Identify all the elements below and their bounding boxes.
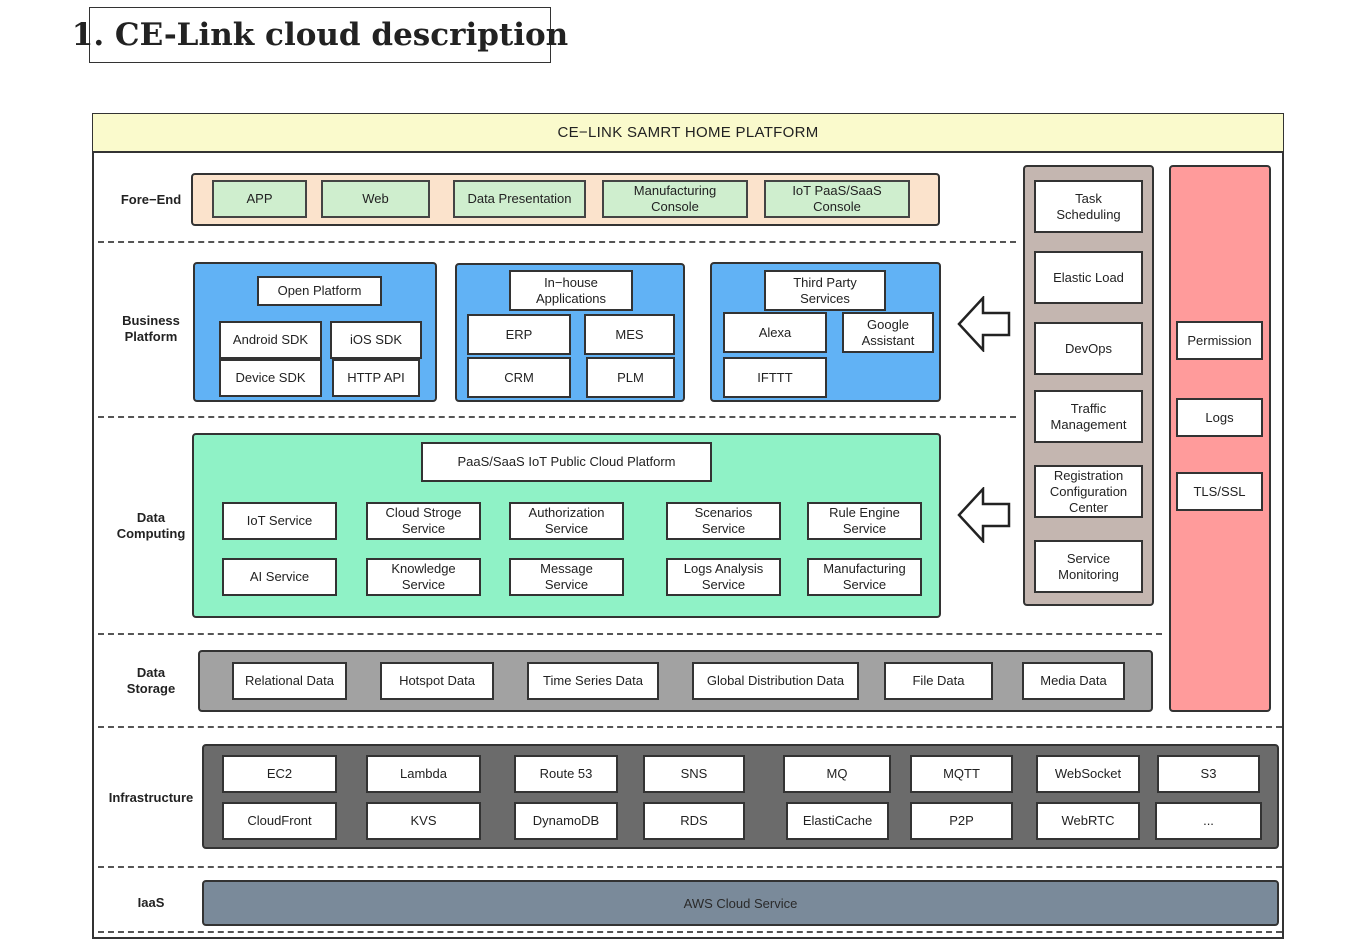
layer-label-infrastructure: Infrastructure — [108, 790, 194, 805]
hotspot-data-box: Hotspot Data — [380, 662, 494, 700]
arrow-left-icon — [957, 487, 1011, 543]
mqtt-box: MQTT — [910, 755, 1013, 793]
aws-cloud-service-bar: AWS Cloud Service — [202, 880, 1279, 926]
sns-box: SNS — [643, 755, 745, 793]
ios-sdk-box: iOS SDK — [330, 321, 422, 359]
cloudfront-box: CloudFront — [222, 802, 337, 840]
crm-box: CRM — [467, 357, 571, 398]
ec2-box: EC2 — [222, 755, 337, 793]
layer-label-fore-end: Fore−End — [120, 192, 182, 207]
elasticache-box: ElastiCache — [786, 802, 889, 840]
time-series-data-box: Time Series Data — [527, 662, 659, 700]
separator-computing — [98, 633, 1162, 635]
open-platform-title: Open Platform — [257, 276, 382, 306]
alexa-box: Alexa — [723, 312, 827, 353]
tls-ssl-box: TLS/SSL — [1176, 472, 1263, 511]
relational-data-box: Relational Data — [232, 662, 347, 700]
erp-box: ERP — [467, 314, 571, 355]
arrow-left-icon — [957, 296, 1011, 352]
elastic-load-box: Elastic Load — [1034, 251, 1143, 304]
data-storage-panel — [198, 650, 1153, 712]
route53-box: Route 53 — [514, 755, 618, 793]
dynamodb-box: DynamoDB — [514, 802, 618, 840]
permission-box: Permission — [1176, 321, 1263, 360]
mes-box: MES — [584, 314, 675, 355]
security-column — [1169, 165, 1271, 712]
separator-storage — [98, 726, 1282, 728]
mq-box: MQ — [783, 755, 891, 793]
global-distribution-data-box: Global Distribution Data — [692, 662, 859, 700]
app-box: APP — [212, 180, 307, 218]
page-title: 1. CE-Link cloud description — [72, 7, 568, 63]
ai-service-box: AI Service — [222, 558, 337, 596]
rds-box: RDS — [643, 802, 745, 840]
webrtc-box: WebRTC — [1036, 802, 1140, 840]
platform-banner: CE−LINK SAMRT HOME PLATFORM — [93, 114, 1283, 153]
plm-box: PLM — [586, 357, 675, 398]
websocket-box: WebSocket — [1036, 755, 1140, 793]
lambda-box: Lambda — [366, 755, 481, 793]
cloud-platform-title: PaaS/SaaS IoT Public Cloud Platform — [421, 442, 712, 482]
layer-label-iaas: IaaS — [137, 895, 165, 910]
kvs-box: KVS — [366, 802, 481, 840]
separator-fore-end — [98, 241, 1016, 243]
android-sdk-box: Android SDK — [219, 321, 322, 359]
ops-column — [1023, 165, 1154, 606]
separator-business — [98, 416, 1016, 418]
ifttt-box: IFTTT — [723, 357, 827, 398]
file-data-box: File Data — [884, 662, 993, 700]
separator-infrastructure — [98, 866, 1282, 868]
device-sdk-box: Device SDK — [219, 359, 322, 397]
media-data-box: Media Data — [1022, 662, 1125, 700]
web-box: Web — [321, 180, 430, 218]
data-presentation-box: Data Presentation — [453, 180, 586, 218]
separator-bottom — [98, 931, 1282, 933]
s3-box: S3 — [1157, 755, 1260, 793]
more-box: ... — [1155, 802, 1262, 840]
iot-service-box: IoT Service — [222, 502, 337, 540]
logs-box: Logs — [1176, 398, 1263, 437]
p2p-box: P2P — [910, 802, 1013, 840]
http-api-box: HTTP API — [332, 359, 420, 397]
devops-box: DevOps — [1034, 322, 1143, 375]
